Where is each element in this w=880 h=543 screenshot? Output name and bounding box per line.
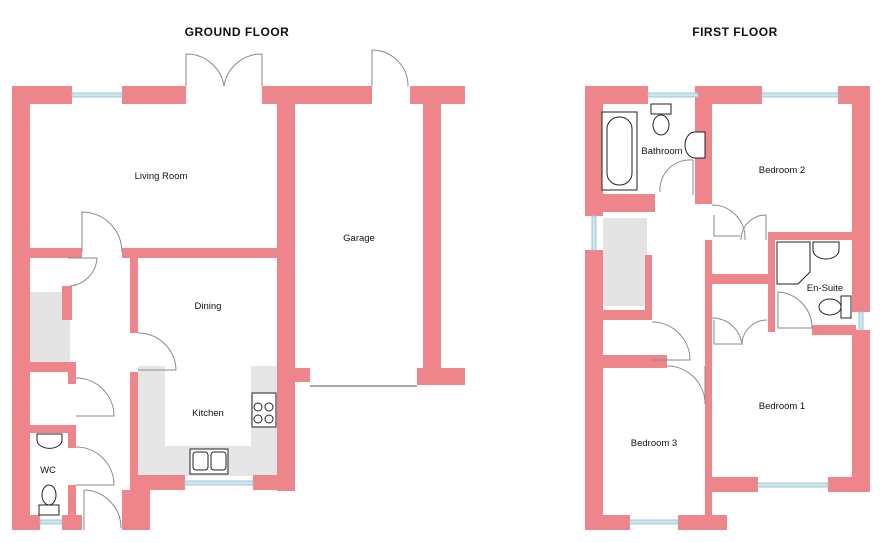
window: [757, 482, 829, 488]
room-label-bedroom-2: Bedroom 2: [759, 165, 805, 176]
ensuite-basin-icon: [812, 241, 840, 260]
window: [647, 92, 699, 98]
wc-toilet-icon: [38, 484, 60, 516]
room-label-wc: WC: [40, 465, 56, 476]
room-label-bedroom-1: Bedroom 1: [759, 401, 805, 412]
bathtub-icon: [601, 111, 638, 191]
first-floor-title: FIRST FLOOR: [692, 25, 778, 39]
window: [39, 519, 63, 525]
walls: [12, 86, 465, 530]
window: [858, 311, 864, 331]
window: [71, 92, 123, 98]
room-label-bedroom-3: Bedroom 3: [631, 438, 677, 449]
kitchen-hob-icon: [251, 392, 277, 428]
ensuite-toilet-icon: [818, 295, 852, 319]
walls: [585, 86, 870, 530]
room-label-dining: Dining: [195, 301, 222, 312]
room-label-bathroom: Bathroom: [641, 146, 682, 157]
ground-floor-title: GROUND FLOOR: [185, 25, 290, 39]
ground-floor-plan: Living Room Garage Dining Kitchen WC: [12, 49, 465, 530]
window: [591, 215, 597, 251]
room-label-en-suite: En-Suite: [807, 283, 843, 294]
window: [761, 92, 839, 98]
room-label-living-room: Living Room: [135, 171, 188, 182]
bathroom-basin-icon: [684, 131, 706, 159]
window: [629, 519, 679, 525]
doors[interactable]: [68, 49, 409, 530]
first-floor-plan: Bathroom Bedroom 2 En-Suite Bedroom 1 Be…: [585, 86, 870, 530]
room-label-garage: Garage: [343, 233, 375, 244]
stairs: [603, 218, 647, 306]
kitchen-sink-icon: [189, 448, 229, 475]
bathroom-toilet-icon: [650, 103, 672, 136]
shower-icon: [776, 241, 811, 285]
room-label-kitchen: Kitchen: [192, 408, 224, 419]
wc-basin-icon: [36, 433, 63, 449]
window: [184, 480, 254, 486]
doors[interactable]: [651, 159, 813, 405]
